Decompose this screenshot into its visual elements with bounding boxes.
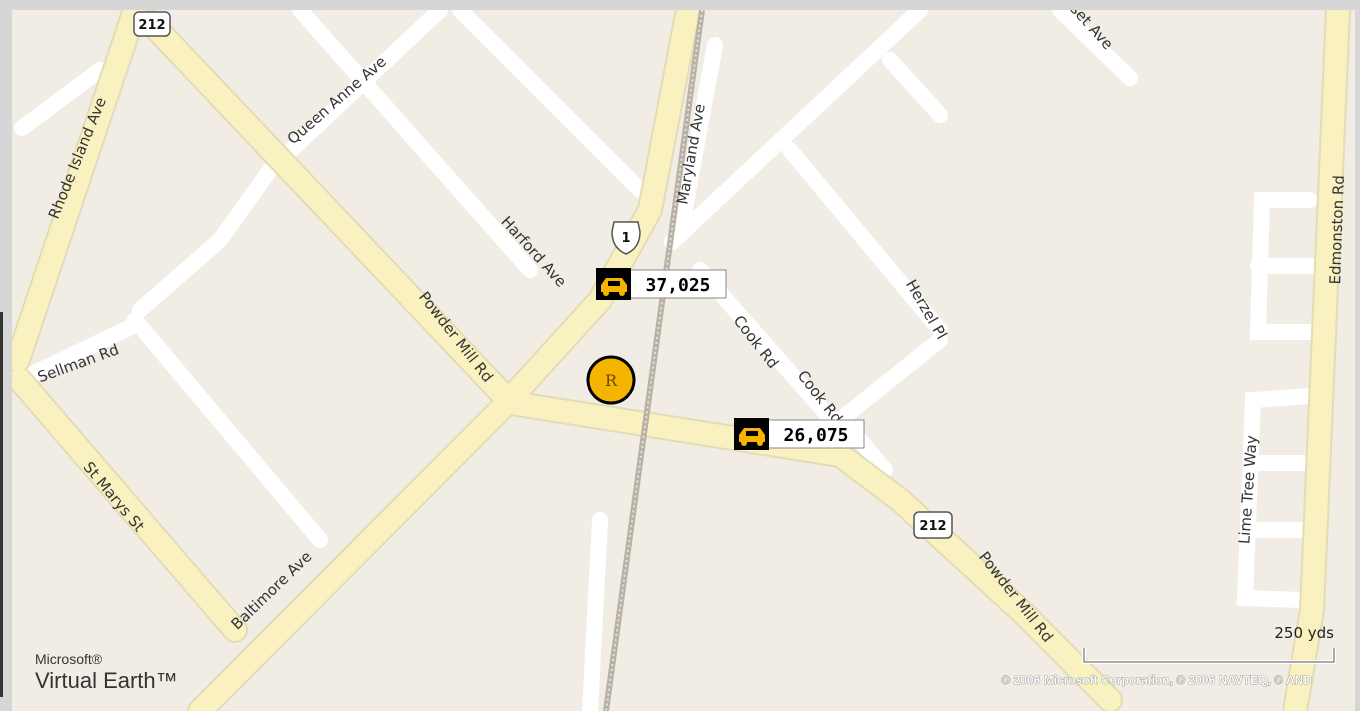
virtual-earth-logo: Microsoft® Virtual Earth™	[35, 651, 178, 693]
svg-text:Microsoft®: Microsoft®	[35, 651, 103, 667]
route-shield-212-south: 212	[913, 511, 953, 539]
minor-roads	[12, 10, 1318, 711]
marker-label: R	[605, 371, 618, 390]
map-canvas[interactable]: Rhode Island Ave Queen Anne Ave Harford …	[12, 10, 1355, 711]
traffic-count-2[interactable]: 26,075	[734, 418, 865, 450]
map-view[interactable]: Rhode Island Ave Queen Anne Ave Harford …	[12, 10, 1355, 711]
traffic-count-value: 26,075	[783, 425, 848, 446]
svg-text:212: 212	[919, 519, 946, 534]
route-shield-us-1: 1	[611, 221, 641, 255]
scale-label: 250 yds	[1274, 624, 1334, 642]
traffic-count-value: 37,025	[645, 275, 710, 296]
label-edmonston-rd: Edmonston Rd	[1326, 175, 1348, 285]
railroad	[603, 10, 705, 711]
traffic-count-1[interactable]: 37,025	[596, 268, 727, 300]
svg-text:1: 1	[621, 231, 630, 246]
copyright-notice: © 2006 Microsoft Corporation, © 2006 NAV…	[1001, 673, 1312, 687]
scale-bar: 250 yds	[1082, 624, 1336, 664]
route-shield-212-north: 212	[133, 11, 171, 37]
svg-text:Virtual Earth™: Virtual Earth™	[35, 668, 178, 693]
marker-icon[interactable]: R	[586, 355, 636, 405]
frame-edge	[0, 312, 3, 697]
svg-text:212: 212	[138, 18, 165, 33]
